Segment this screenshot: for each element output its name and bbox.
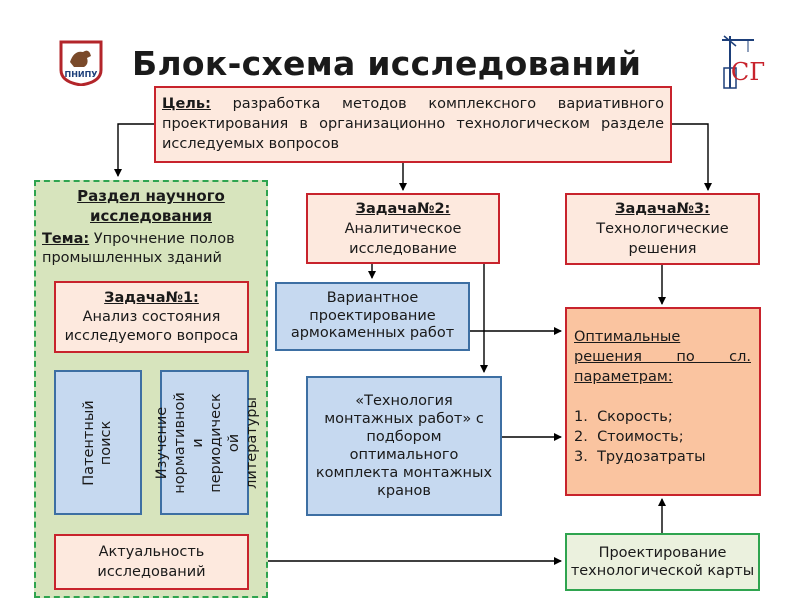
- optimal-heading: Оптимальные решения по сл. параметрам:: [574, 329, 751, 385]
- task3-box: Задача№3: Технологические решения: [565, 193, 760, 265]
- technology-text: «Технология монтажных работ» с подбором …: [315, 393, 493, 499]
- patent-search-box: Патентный поиск: [54, 370, 142, 515]
- relevance-box: Актуальность исследований: [54, 534, 249, 590]
- optimal-item-1: 1. Скорость;: [574, 409, 673, 425]
- goal-label: Цель:: [162, 96, 211, 112]
- task2-label: Задача№2:: [355, 200, 451, 217]
- task3-label: Задача№3:: [615, 201, 710, 217]
- task3-text: Технологические решения: [596, 221, 729, 257]
- tech-map-box: Проектирование технологической карты: [565, 533, 760, 591]
- theme-text: Упрочнение полов промышленных зданий: [42, 231, 235, 266]
- variant-design-text: Вариантное проектирование армокаменных р…: [290, 290, 455, 342]
- logo-text: ПНИПУ: [65, 70, 98, 79]
- optimal-item-3: 3. Трудозатраты: [574, 449, 706, 465]
- task2-box: Задача№2: Аналитическое исследование: [306, 193, 500, 264]
- literature-study-text: Изучение нормативной и периодическ ой ли…: [154, 391, 260, 494]
- page-title: Блок-схема исследований: [132, 44, 642, 83]
- section-heading-line1: Раздел научного: [77, 187, 225, 205]
- task2-text: Аналитическое исследование: [344, 220, 462, 257]
- relevance-text: Актуальность исследований: [97, 544, 206, 580]
- goal-box: Цель: разработка методов комплексного ва…: [154, 86, 672, 163]
- optimal-item-2: 2. Стоимость;: [574, 429, 684, 445]
- arrow-goal-to-task3: [672, 123, 712, 191]
- variant-design-box: Вариантное проектирование армокаменных р…: [275, 282, 470, 351]
- section-heading-line2: исследования: [90, 207, 212, 225]
- task1-text: Анализ состояния исследуемого вопроса: [64, 308, 239, 344]
- task1-box: Задача№1: Анализ состояния исследуемого …: [54, 281, 249, 353]
- literature-study-box: [160, 370, 249, 515]
- optimal-solutions-box: Оптимальные решения по сл. параметрам: 1…: [565, 307, 761, 496]
- task1-label: Задача№1:: [104, 289, 199, 306]
- section-heading: Раздел научного исследования: [38, 184, 264, 228]
- theme-label: Тема:: [42, 231, 90, 247]
- tech-map-text: Проектирование технологической карты: [570, 545, 755, 579]
- technology-box: «Технология монтажных работ» с подбором …: [306, 376, 502, 516]
- arrow-goal-to-section: [114, 123, 154, 177]
- goal-text: разработка методов комплексного вариатив…: [162, 96, 665, 152]
- department-logo: СГ: [718, 32, 766, 90]
- patent-search-text: Патентный поиск: [81, 399, 114, 486]
- section-theme: Тема: Упрочнение полов промышленных здан…: [42, 230, 264, 286]
- university-logo: ПНИПУ: [58, 40, 104, 87]
- logo-letters: СГ: [731, 58, 765, 86]
